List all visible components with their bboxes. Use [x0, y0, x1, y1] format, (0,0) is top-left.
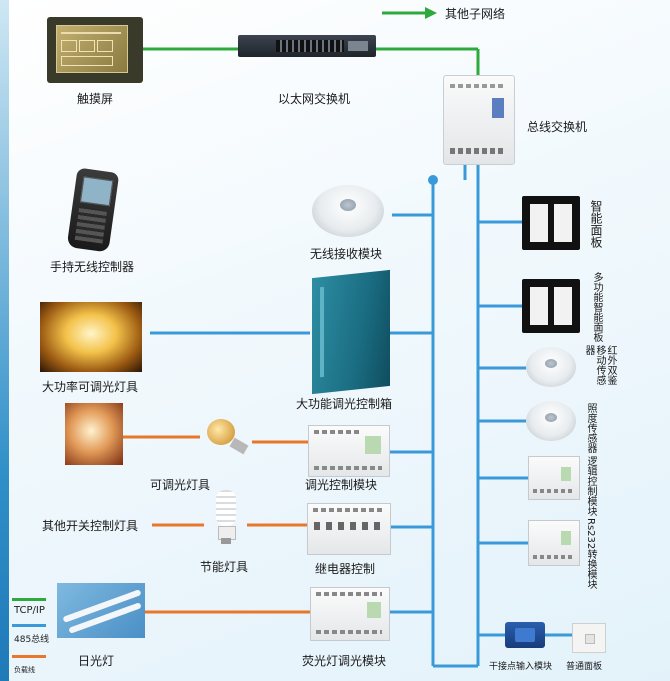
- label-touch-screen: 触摸屏: [77, 92, 114, 106]
- bus-junction-dot: [428, 175, 438, 185]
- rs232-module-image: [528, 520, 580, 566]
- label-fluorescent: 日光灯: [78, 654, 115, 668]
- label-dimmer-box: 大功能调光控制箱: [296, 397, 393, 411]
- illum-sensor-image: [526, 401, 576, 441]
- normal-panel-image: [572, 623, 606, 653]
- label-rs232-module: Rs232转换模块: [585, 518, 596, 590]
- label-other-subnet: 其他子网络: [445, 7, 506, 21]
- label-energy-saving-lamp: 节能灯具: [200, 560, 249, 574]
- label-other-switch-fixture: 其他开关控制灯具: [42, 519, 139, 533]
- label-normal-panel: 普通面板: [566, 662, 603, 672]
- dimmable-bulb-image: [201, 415, 251, 457]
- label-high-power-fixture: 大功率可调光灯具: [42, 380, 139, 394]
- legend-load-label: 负载线: [14, 666, 35, 674]
- label-ir-sensor: 红外双鉴移动传感器: [583, 345, 616, 385]
- left-accent-bar: [0, 0, 9, 681]
- multi-smart-panel-image: [522, 279, 580, 333]
- smart-panel-image: [522, 196, 580, 250]
- energy-saving-lamp-image: [208, 490, 244, 546]
- dimmer-box-image: [312, 269, 390, 395]
- label-fluorescent-dimmer: 荧光灯调光模块: [302, 654, 387, 668]
- legend-485-label: 485总线: [14, 635, 50, 645]
- legend-485-line: [12, 624, 46, 627]
- high-power-fixture-image: [40, 302, 142, 372]
- touch-screen-image: [47, 17, 143, 83]
- label-smart-panel: 智能面板: [589, 200, 603, 248]
- fluorescent-dimmer-image: [310, 587, 390, 641]
- dimmer-module-image: [308, 425, 390, 477]
- bus-switch-image: [443, 75, 515, 165]
- label-wireless-receiver: 无线接收模块: [310, 247, 383, 261]
- legend-tcpip-label: TCP/IP: [14, 605, 45, 616]
- label-multi-smart-panel: 多功能智能面板: [591, 272, 602, 342]
- logic-module-image: [528, 456, 580, 500]
- relay-control-image: [307, 503, 391, 555]
- label-handheld-controller: 手持无线控制器: [50, 260, 135, 274]
- dry-contact-image: [505, 622, 545, 648]
- label-dimmable-fixture: 可调光灯具: [150, 478, 211, 492]
- legend-load-line: [12, 655, 46, 658]
- label-logic-module: 逻辑控制模块: [585, 456, 596, 516]
- label-dimmer-module: 调光控制模块: [305, 478, 378, 492]
- label-bus-switch: 总线交换机: [527, 120, 588, 134]
- ethernet-switch-image: [238, 35, 376, 57]
- tcpip-arrow-head: [425, 7, 437, 19]
- label-relay-control: 继电器控制: [315, 562, 376, 576]
- dimmable-fixture-image: [65, 403, 123, 465]
- label-illum-sensor: 照度传感器: [585, 403, 596, 453]
- fluorescent-image: [57, 583, 145, 638]
- wireless-receiver-image: [312, 185, 384, 237]
- label-ethernet-switch: 以太网交换机: [278, 92, 351, 106]
- legend-tcpip-line: [12, 598, 46, 601]
- label-dry-contact: 干接点输入模块: [489, 662, 553, 672]
- ir-sensor-image: [526, 347, 576, 387]
